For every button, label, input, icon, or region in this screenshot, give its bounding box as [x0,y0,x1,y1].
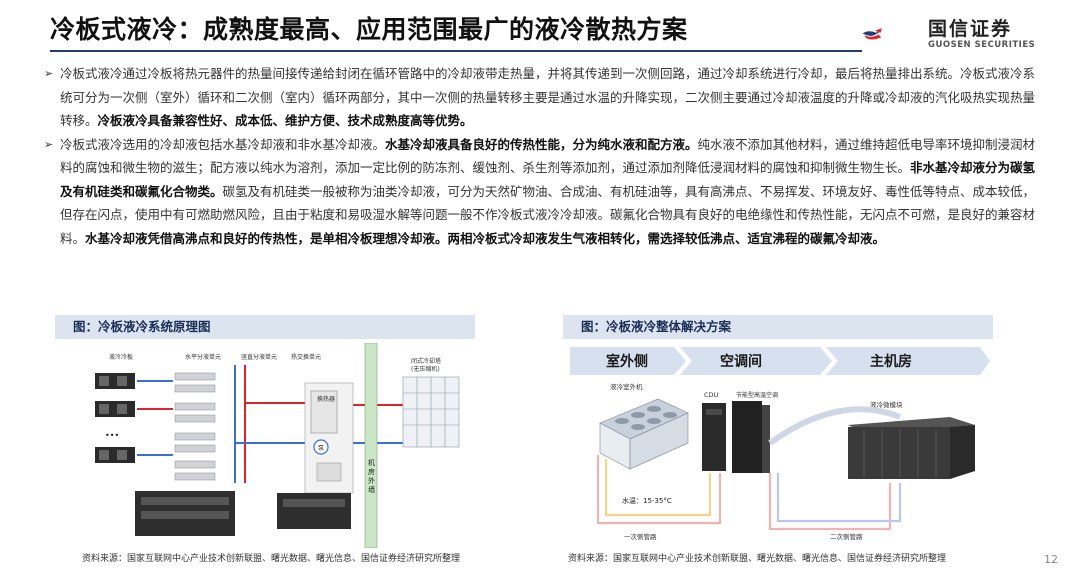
label-cdu: CDU [704,391,719,399]
paragraph-2: ➢ 冷板式液冷选用的冷却液包括水基冷却液和非水基冷却液。水基冷却液具备良好的传热… [44,133,1044,251]
title-divider [50,50,862,52]
horizontal-distribution-units [174,372,216,481]
figure-right-title: 图：冷板液冷整体解决方案 [563,315,993,339]
paragraph-text: 冷板式液冷通过冷板将热元器件的热量间接传递给封闭在循环管路中的冷却液带走热量，并… [60,66,1036,128]
cold-plate-modules: ••• [95,373,135,463]
rack-server-icon [135,491,351,536]
piping-loops [596,406,902,531]
cold-plate-system-diagram: 液冷冷板 水平分液单元 竖直分液单元 热交换单元 ••• 换热器 泵 机房外墙 … [55,343,475,548]
figure-left-title: 图：冷板液冷系统原理图 [55,315,475,339]
paragraph-bold: 水基冷却液凭借高沸点和良好的传热性，是单相冷板理想冷却液。两相冷板式冷却液发生气… [85,230,886,246]
bullet-arrow-icon: ➢ [44,137,54,151]
logo-subtext: GUOSEN SECURITIES [928,40,1036,50]
page-title: 冷板式液冷：成熟度最高、应用范围最广的液冷散热方案 [50,15,688,44]
label-main-room: 主机房 [870,353,912,370]
figure-right-source: 资料来源：国家互联网中心产业技术创新联盟、曙光数据、曙光信息、国信证券经济研究所… [568,554,947,564]
overall-solution-diagram: 室外侧 空调间 主机房 液冷室外机 CDU 节能型高温空调 液冷微模块 水温：1… [570,343,990,548]
paragraph-bold: 冷板液冷具备兼容性好、成本低、维护方便、技术成熟度高等优势。 [97,113,473,128]
body-text: ➢ 冷板式液冷通过冷板将热元器件的热量间接传递给封闭在循环管路中的冷却液带走热量… [44,62,1044,250]
micro-module-icon [848,417,975,479]
label-water-temp: 水温：15-35°C [622,496,672,505]
label-secondary-pipe: 二次侧管路 [830,532,863,541]
label-tower-note: (无压缩机) [411,365,440,373]
label-primary-pipe: 一次侧管路 [624,532,657,541]
outdoor-unit-icon [599,398,689,470]
paragraph-1: ➢ 冷板式液冷通过冷板将热元器件的热量间接传递给封闭在循环管路中的冷却液带走热量… [44,62,1044,133]
label-outside-wall: 机房外墙 [368,458,375,494]
figure-left-source: 资料来源：国家互联网中心产业技术创新联盟、曙光数据、曙光信息、国信证券经济研究所… [82,554,461,564]
ac-cabinet-icon [732,401,762,473]
label-precision-ac: 节能型高温空调 [736,391,778,399]
label-micro-module: 液冷微模块 [870,400,903,409]
label-cold-plate: 液冷冷板 [109,353,133,361]
label-ac-room: 空调间 [720,353,762,370]
paragraph-bold: 非水基冷却液分为碳氢及有机硅类和碳氟化合物类。 [60,160,1036,199]
paragraph-text: 碳氢及有机硅类一般被称为油类冷却液，可分为天然矿物油、合成油、有机硅油等，具有高… [60,183,1036,246]
guosen-logo-icon [862,28,882,40]
page-number: 12 [1044,553,1058,566]
label-outdoor-unit: 液冷室外机 [610,382,643,391]
label-outdoor: 室外侧 [606,353,648,370]
bullet-arrow-icon: ➢ [44,67,54,80]
label-pump: 泵 [318,445,324,452]
paragraph-bold: 水基冷却液具备良好的传热性能，分为纯水液和配方液。 [385,136,698,152]
label-vertical-unit: 竖直分液单元 [241,353,277,361]
label-heat-exchange: 热交换单元 [291,353,321,361]
cooling-tower-icon [402,376,460,448]
label-heat-exchanger: 换热器 [317,395,335,403]
paragraph-text: 冷板式液冷选用的冷却液包括水基冷却液和非水基冷却液。 [60,136,386,152]
label-dots: ••• [105,431,119,440]
label-horizontal-unit: 水平分液单元 [185,353,221,361]
logo-text: 国信证券 [928,18,1013,40]
label-tower: 闭式冷却塔 [411,357,441,365]
paragraph-text: 纯水液不添加其他材料，通过维持超低电导率环境抑制浸润材料的腐蚀和微生物的滋生；配… [60,136,1036,176]
